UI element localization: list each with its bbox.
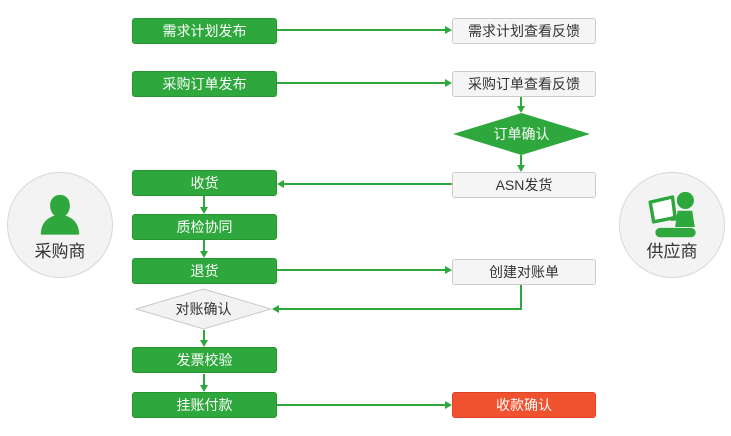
flow-node-receive-goods: 收货: [132, 170, 277, 196]
flow-line: [203, 374, 205, 386]
node-label: 订单确认: [493, 126, 550, 142]
flow-line: [277, 269, 445, 271]
flow-node-po-feedback: 采购订单查看反馈: [452, 71, 596, 97]
flow-node-po-publish: 采购订单发布: [132, 71, 277, 97]
node-label: 采购订单发布: [162, 76, 247, 92]
arrowhead-down-icon: [200, 207, 208, 214]
flow-node-return-goods: 退货: [132, 258, 277, 284]
flow-node-invoice-check: 发票校验: [132, 347, 277, 373]
arrowhead-right-icon: [445, 266, 452, 274]
node-label: 退货: [190, 263, 219, 279]
flow-node-demand-plan-feedback: 需求计划查看反馈: [452, 18, 596, 44]
flow-decision-recon-confirm: 对账确认: [135, 288, 272, 330]
arrowhead-right-icon: [445, 79, 452, 87]
flow-node-asn-ship: ASN发货: [452, 172, 596, 198]
flow-node-quality-collaboration: 质检协同: [132, 214, 277, 240]
flow-line: [277, 82, 445, 84]
flow-line: [520, 97, 522, 107]
arrowhead-down-icon: [517, 165, 525, 172]
arrowhead-right-icon: [445, 26, 452, 34]
node-label: 创建对账单: [489, 264, 559, 280]
supplier-actor: 供应商: [619, 172, 725, 278]
flow-line: [284, 183, 452, 185]
node-label: 发票校验: [176, 352, 233, 368]
node-label: 挂账付款: [176, 397, 233, 413]
node-label: 需求计划查看反馈: [468, 23, 580, 39]
supplier-person-laptop-icon: [645, 191, 700, 239]
arrowhead-left-icon: [272, 305, 279, 313]
arrowhead-down-icon: [200, 340, 208, 347]
flow-line: [279, 308, 522, 310]
node-label: 收款确认: [496, 397, 552, 413]
arrowhead-down-icon: [517, 106, 525, 113]
diamond-shape: [453, 113, 590, 155]
arrowhead-down-icon: [200, 251, 208, 258]
flow-node-collect-confirm: 收款确认: [452, 392, 596, 418]
node-label: ASN发货: [495, 177, 553, 193]
buyer-person-icon: [37, 191, 83, 239]
flow-line: [520, 285, 522, 310]
flow-line: [203, 196, 205, 208]
flow-node-demand-plan-publish: 需求计划发布: [132, 18, 277, 44]
diamond-shape: [135, 288, 272, 330]
flow-node-create-statement: 创建对账单: [452, 259, 596, 285]
flow-line: [520, 155, 522, 166]
arrowhead-left-icon: [277, 180, 284, 188]
flow-line: [277, 404, 445, 406]
flow-decision-order-confirm: 订单确认: [453, 113, 590, 155]
flow-node-booked-payment: 挂账付款: [132, 392, 277, 418]
node-label: 质检协同: [176, 219, 233, 235]
buyer-actor: 采购商: [7, 172, 113, 278]
buyer-label: 采购商: [34, 241, 86, 261]
flow-line: [203, 330, 205, 341]
arrowhead-right-icon: [445, 401, 452, 409]
node-label: 采购订单查看反馈: [468, 76, 580, 92]
node-label: 收货: [190, 175, 219, 191]
flow-line: [277, 29, 445, 31]
flow-line: [203, 240, 205, 252]
node-label: 对账确认: [175, 301, 232, 317]
node-label: 需求计划发布: [162, 23, 247, 39]
supplier-label: 供应商: [646, 241, 698, 261]
arrowhead-down-icon: [200, 385, 208, 392]
